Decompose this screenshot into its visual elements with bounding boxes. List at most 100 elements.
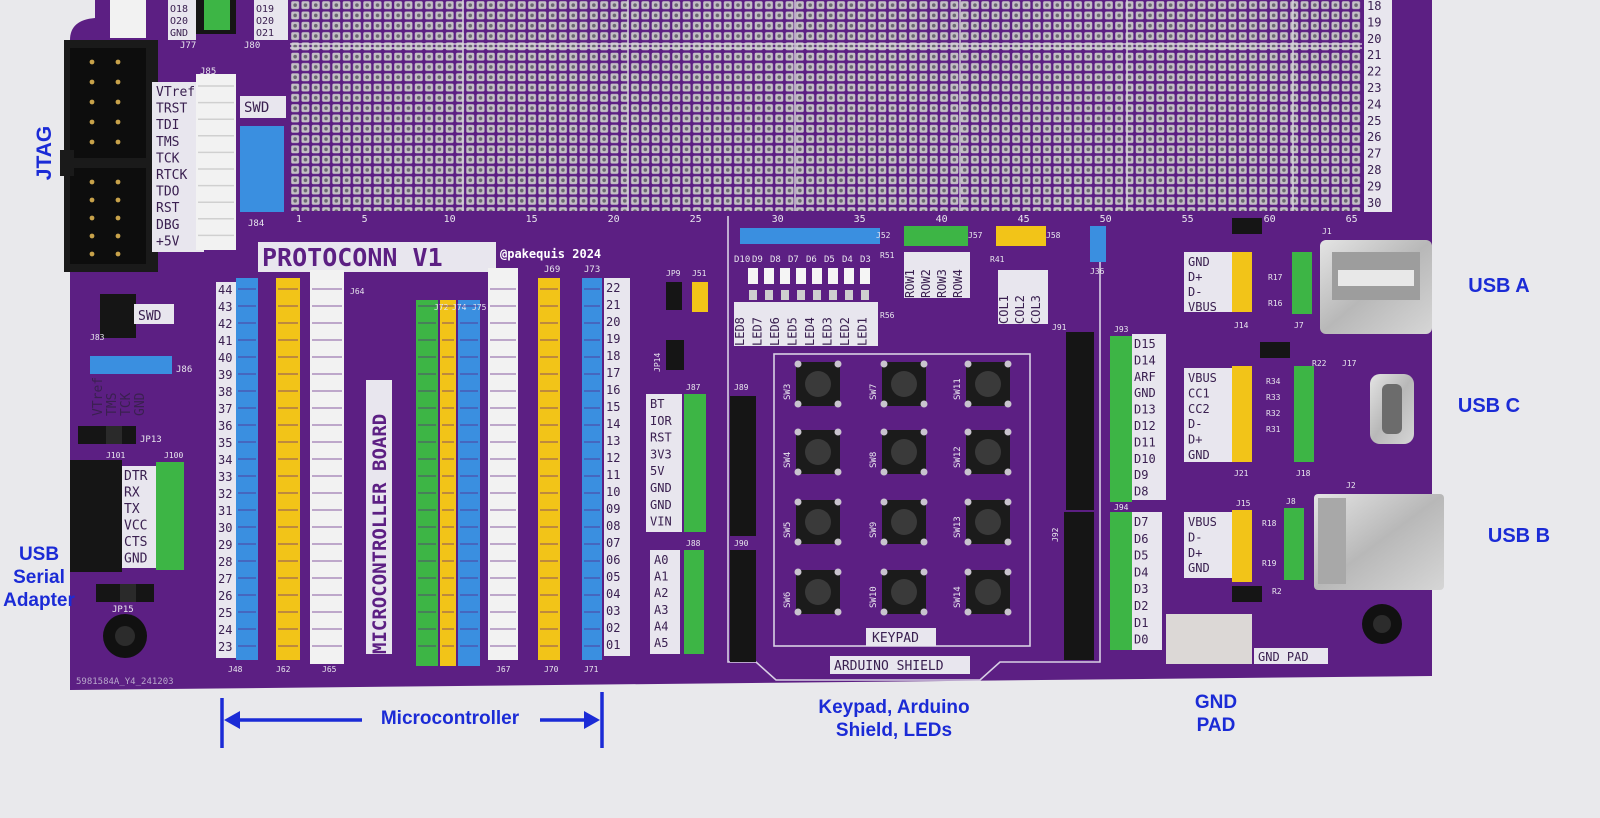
header-pin-mark — [278, 577, 298, 579]
header-pin-mark — [278, 390, 298, 392]
header-pin-mark — [238, 560, 256, 562]
header-pin-mark — [442, 594, 454, 596]
callout-usb-c: USB C — [1457, 395, 1521, 417]
grid-row-27: 27 — [1367, 147, 1381, 161]
serial-pin-2: TX — [124, 502, 140, 517]
header-pin-mark — [238, 509, 256, 511]
header-pin-mark — [584, 611, 600, 613]
header-pin-mark — [540, 322, 558, 324]
grid-col-1: 1 — [296, 214, 302, 225]
switch-button — [805, 371, 831, 397]
r18-label: R18 — [1262, 519, 1277, 528]
pin-o20: O20 — [170, 16, 188, 27]
keypad-switch-sw3: SW3 — [783, 360, 842, 408]
j86-label: J86 — [176, 365, 192, 375]
switch-pad — [880, 468, 888, 476]
mcu-left-pin-2: 42 — [218, 317, 232, 331]
header-j77: J77 J80 O18 O20 GND O19 O20 O21 — [110, 0, 288, 51]
usb-a-pin-0: GND — [1188, 255, 1210, 269]
header-j70 — [538, 278, 560, 660]
header-pin-mark — [418, 390, 436, 392]
pin-o20b: O20 — [256, 16, 274, 27]
mcu-right-pin-21: 01 — [606, 638, 620, 652]
grid-row-25: 25 — [1367, 114, 1381, 128]
led-label-strip — [734, 302, 878, 346]
j57-label: J57 — [968, 231, 983, 240]
header-pin-mark — [442, 424, 454, 426]
mcu-left-pin-18: 26 — [218, 589, 232, 603]
header-pin-mark — [540, 611, 558, 613]
header-pin-mark — [442, 577, 454, 579]
header-pin-mark — [490, 288, 516, 290]
header-pin-mark — [278, 407, 298, 409]
header-j18 — [1294, 366, 1314, 462]
header-pin-mark — [238, 628, 256, 630]
header-j90 — [730, 550, 756, 662]
switch-button — [891, 509, 917, 535]
j51-label: J51 — [692, 269, 707, 278]
switch-label: SW4 — [783, 452, 793, 468]
header-pin-mark — [584, 492, 600, 494]
led-resistor — [845, 290, 853, 300]
j94-label: J94 — [1114, 503, 1129, 512]
mcu-left-pin-13: 31 — [218, 504, 232, 518]
led-2: LED6 — [768, 317, 782, 346]
mcu-right-pin-11: 11 — [606, 468, 620, 482]
header-pin-mark — [490, 611, 516, 613]
r16-label: R16 — [1268, 299, 1283, 308]
switch-pad — [794, 568, 802, 576]
switch-pad — [1004, 498, 1012, 506]
board-author: @pakequis 2024 — [500, 247, 601, 261]
switch-pad — [1004, 400, 1012, 408]
mcu-right-pin-5: 17 — [606, 366, 620, 380]
grid-row-28: 28 — [1367, 163, 1381, 177]
header-pin-mark — [460, 305, 478, 307]
keypad-switch-sw9: SW9 — [869, 498, 928, 546]
keypad-switch-sw13: SW13 — [953, 498, 1012, 546]
jtag-pin — [89, 59, 95, 65]
switch-pad — [834, 360, 842, 368]
header-j15 — [1232, 510, 1252, 582]
jtag-pin-label-0: VTref — [156, 85, 195, 100]
mcu-right-pin-19: 03 — [606, 604, 620, 618]
header-pin-mark — [460, 526, 478, 528]
header-pin-mark — [540, 407, 558, 409]
led-top-7: D3 — [860, 255, 871, 265]
header-pin-mark — [584, 390, 600, 392]
header-pin-mark — [238, 322, 256, 324]
jtag-pin — [89, 139, 95, 145]
jtag-pin — [115, 119, 121, 125]
power-pin-2: RST — [650, 431, 672, 445]
header-pin-mark — [238, 611, 256, 613]
led-body — [748, 268, 758, 284]
swd-small-pin-2: TCK — [119, 392, 134, 416]
digital-high-9: D8 — [1134, 485, 1148, 499]
header-j7 — [1292, 252, 1312, 314]
switch-pad — [1004, 608, 1012, 616]
header-pin-mark — [278, 475, 298, 477]
mcu-right-pin-4: 18 — [606, 349, 620, 363]
header-pin-mark — [490, 645, 516, 647]
header-pin-mark — [238, 356, 256, 358]
header-pin-mark — [312, 560, 342, 562]
power-pin-4: 5V — [650, 464, 664, 478]
header-pin-mark — [418, 458, 436, 460]
r31-label: R31 — [1266, 425, 1281, 434]
header-pin-mark — [278, 526, 298, 528]
analog-pin-2: A2 — [654, 586, 668, 600]
j88-label: J88 — [686, 539, 701, 548]
grid-col-60: 60 — [1264, 214, 1276, 225]
r32-label: R32 — [1266, 409, 1281, 418]
header-pin-mark — [442, 560, 454, 562]
header-pin-mark — [418, 577, 436, 579]
led-body — [844, 268, 854, 284]
switch-pad — [880, 568, 888, 576]
switch-button — [805, 579, 831, 605]
header-pin-mark — [238, 458, 256, 460]
